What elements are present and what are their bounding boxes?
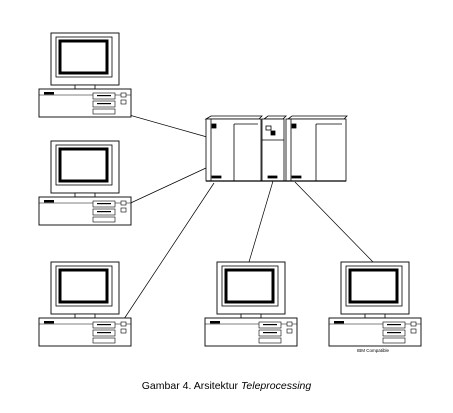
terminal-1-computer-icon [37, 31, 133, 119]
link-terminal-4 [248, 180, 274, 263]
figure-caption: Gambar 4. Arsitektur Teleprocessing [0, 380, 453, 392]
mainframe-icon [204, 115, 348, 182]
connection-lines [121, 112, 374, 323]
terminal-4-computer-icon [203, 260, 299, 348]
caption-emphasis: Teleprocessing [240, 380, 312, 392]
link-terminal-3 [121, 182, 215, 323]
terminal-3-computer-icon [37, 260, 133, 348]
link-terminal-2 [121, 167, 207, 208]
terminal-5-computer-icon [327, 260, 423, 348]
link-terminal-1 [121, 112, 208, 138]
terminal-label: IBM Compatible [357, 348, 390, 353]
terminal-2-computer-icon [37, 139, 133, 227]
caption-prefix: Gambar 4. Arsitektur [141, 380, 241, 392]
link-terminal-5 [294, 181, 374, 263]
